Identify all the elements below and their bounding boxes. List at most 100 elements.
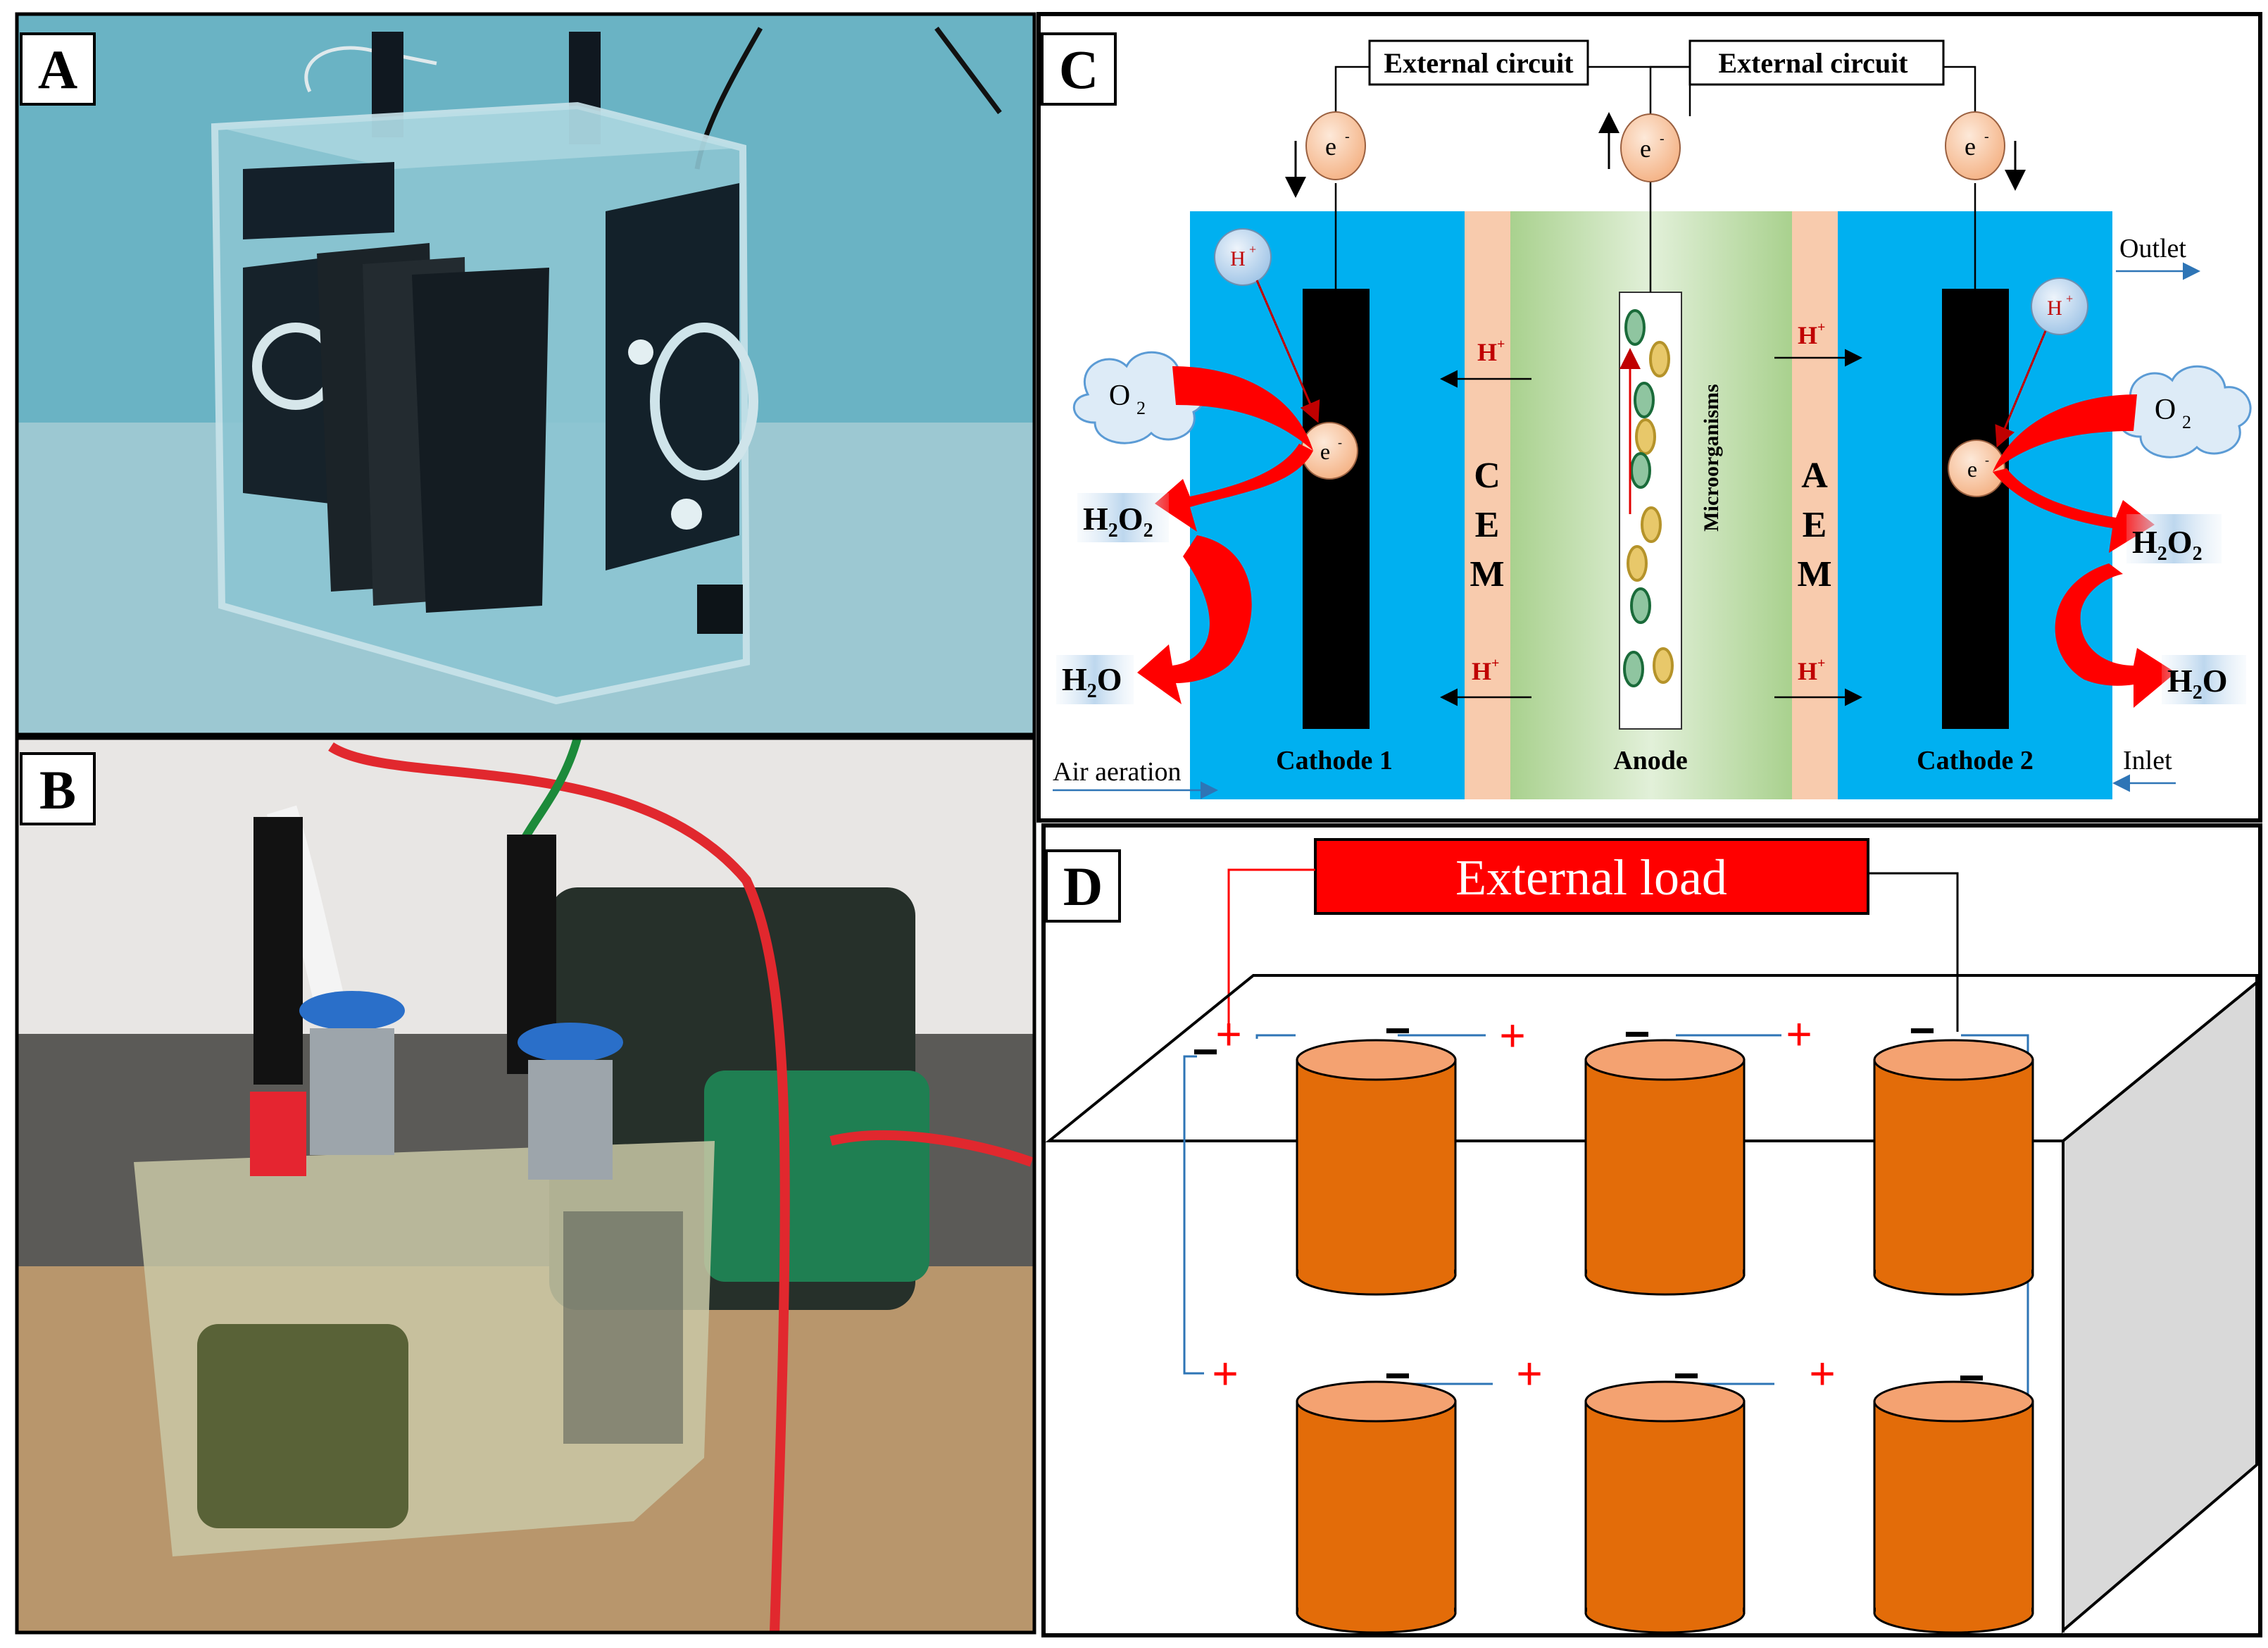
terminal-minus: − bbox=[1909, 1005, 1935, 1056]
cell-body bbox=[1584, 1400, 1746, 1614]
panel-b-red-wire bbox=[328, 742, 790, 1633]
electron-sup: - bbox=[1985, 453, 1989, 467]
cell-top bbox=[1584, 1380, 1746, 1423]
cem-letter: E bbox=[1475, 505, 1500, 545]
oxygen-sub: 2 bbox=[1136, 398, 1146, 418]
microbe bbox=[1624, 309, 1646, 346]
microbe bbox=[1641, 506, 1662, 543]
aem-membrane bbox=[1792, 211, 1838, 799]
cell-bottom-fill bbox=[1587, 1254, 1743, 1275]
h2o-sub: 2 bbox=[1087, 680, 1097, 702]
panel-d-label: D bbox=[1063, 856, 1103, 917]
cem-membrane bbox=[1465, 211, 1510, 799]
terminal-minus: − bbox=[1624, 1009, 1650, 1059]
panel-a-screw bbox=[628, 339, 653, 365]
cell-body bbox=[1873, 1059, 2034, 1276]
proton-bubble-left: H + bbox=[1214, 228, 1272, 286]
cell-top bbox=[1873, 1380, 2034, 1423]
microorganisms-cluster bbox=[1619, 309, 1674, 687]
proton-label: H bbox=[2047, 296, 2062, 320]
outlet-label: Outlet bbox=[2119, 234, 2186, 263]
terminal-minus: − bbox=[1384, 1005, 1410, 1056]
terminal-plus: + bbox=[1499, 1010, 1525, 1061]
h2o2-sub1: 2 bbox=[2157, 543, 2167, 565]
wire-cathode1-top bbox=[1334, 65, 1370, 113]
h2o2-label-bg-right bbox=[2126, 514, 2222, 563]
h2o-h: H bbox=[1062, 661, 1087, 697]
wire-right-circuit bbox=[1943, 65, 1976, 113]
cem-proton-top-label: H bbox=[1477, 338, 1497, 366]
cell-body bbox=[1584, 1059, 1746, 1276]
proton-bubble-right: H + bbox=[2031, 277, 2088, 335]
cell-bottom-fill bbox=[1876, 1592, 2031, 1613]
proton-bubble-shape bbox=[2031, 277, 2088, 335]
panel-b-border bbox=[15, 736, 1036, 1635]
microbe bbox=[1630, 452, 1651, 489]
panel-b-label-box bbox=[20, 752, 96, 825]
reaction-arrow-h2o2-left bbox=[1155, 444, 1313, 532]
cem-letter: C bbox=[1474, 456, 1500, 496]
load-wire-negative bbox=[1868, 872, 1959, 1032]
microbe bbox=[1630, 587, 1651, 624]
h2o-o: O bbox=[2203, 663, 2228, 699]
inlet-label: Inlet bbox=[2123, 746, 2172, 775]
aem-letter: E bbox=[1803, 505, 1827, 545]
wire-blue bbox=[1255, 1034, 1296, 1039]
panel-a-foot bbox=[697, 585, 743, 634]
terminal-minus-left: − bbox=[1192, 1026, 1218, 1077]
panel-c: C Microorganisms bbox=[1036, 12, 2262, 823]
panel-b-electrode-connector bbox=[253, 817, 303, 1085]
external-circuit-label-right: External circuit bbox=[1718, 47, 1908, 79]
panel-a-screw bbox=[671, 499, 702, 530]
load-wire-positive bbox=[1227, 868, 1315, 1032]
h2o2-left: H2O2 bbox=[1083, 501, 1153, 542]
reaction-arrow-h2o-left bbox=[1137, 535, 1252, 704]
cathode2-electron: e - bbox=[1948, 439, 2005, 497]
h2o2-h: H bbox=[1083, 501, 1108, 537]
electron-circle: e - bbox=[1945, 111, 2005, 180]
panel-a-wire bbox=[304, 46, 437, 93]
cell-top bbox=[1296, 1039, 1457, 1081]
electron-sup: - bbox=[1660, 131, 1665, 146]
cathode1-electrode bbox=[1303, 289, 1370, 729]
h2o2-o: O bbox=[1118, 501, 1144, 537]
cloud-shape bbox=[2118, 365, 2252, 458]
cathode2-electrode bbox=[1942, 289, 2009, 729]
anode-label: Anode bbox=[1613, 746, 1688, 775]
h2o-label-bg-right bbox=[2162, 655, 2246, 704]
h2o2-h: H bbox=[2132, 524, 2157, 560]
electron-circle: e - bbox=[1620, 113, 1681, 182]
panel-b-blue-fitting bbox=[518, 1023, 623, 1062]
terminal-minus: − bbox=[1673, 1350, 1699, 1401]
h2o-label-bg-left bbox=[1056, 655, 1134, 704]
reaction-arrow-o2-right bbox=[1993, 394, 2137, 472]
aem-letter: A bbox=[1801, 456, 1828, 496]
external-circuit-box-right bbox=[1689, 39, 1945, 86]
cell-bottom-fill bbox=[1298, 1254, 1454, 1275]
oxygen-cloud-right: O 2 bbox=[2118, 365, 2252, 458]
proton-sup: + bbox=[2066, 292, 2073, 306]
cell-bottom-fill bbox=[1876, 1254, 2031, 1275]
microbe bbox=[1634, 382, 1655, 418]
panel-b-red-wire-2 bbox=[829, 1130, 1034, 1167]
proton-bubble-shape bbox=[1214, 228, 1272, 286]
proton-to-cathode2-arrow bbox=[1995, 330, 2047, 448]
external-load-box bbox=[1314, 838, 1869, 915]
panel-b-multimeter-green bbox=[704, 1070, 929, 1282]
aem-proton-bottom-sup: + bbox=[1817, 656, 1825, 671]
cem-proton-bottom-sup: + bbox=[1491, 656, 1499, 671]
aem-proton-top-sup: + bbox=[1817, 320, 1825, 335]
electron-sup: - bbox=[1984, 129, 1989, 144]
panel-b-metal-fitting bbox=[528, 1060, 613, 1180]
terminal-minus: − bbox=[1384, 1350, 1410, 1401]
electron-label: e bbox=[1320, 439, 1330, 464]
h2o-left: H2O bbox=[1062, 661, 1122, 702]
proton-sup: + bbox=[1249, 242, 1256, 256]
oxygen-cloud-left: O 2 bbox=[1072, 351, 1206, 444]
aem-proton-top-label: H bbox=[1798, 321, 1817, 349]
cell-bottom-fill bbox=[1587, 1592, 1743, 1613]
terminal-plus: + bbox=[1212, 1348, 1238, 1399]
cell-top bbox=[1873, 1039, 2034, 1081]
panel-c-label: C bbox=[1059, 39, 1098, 100]
